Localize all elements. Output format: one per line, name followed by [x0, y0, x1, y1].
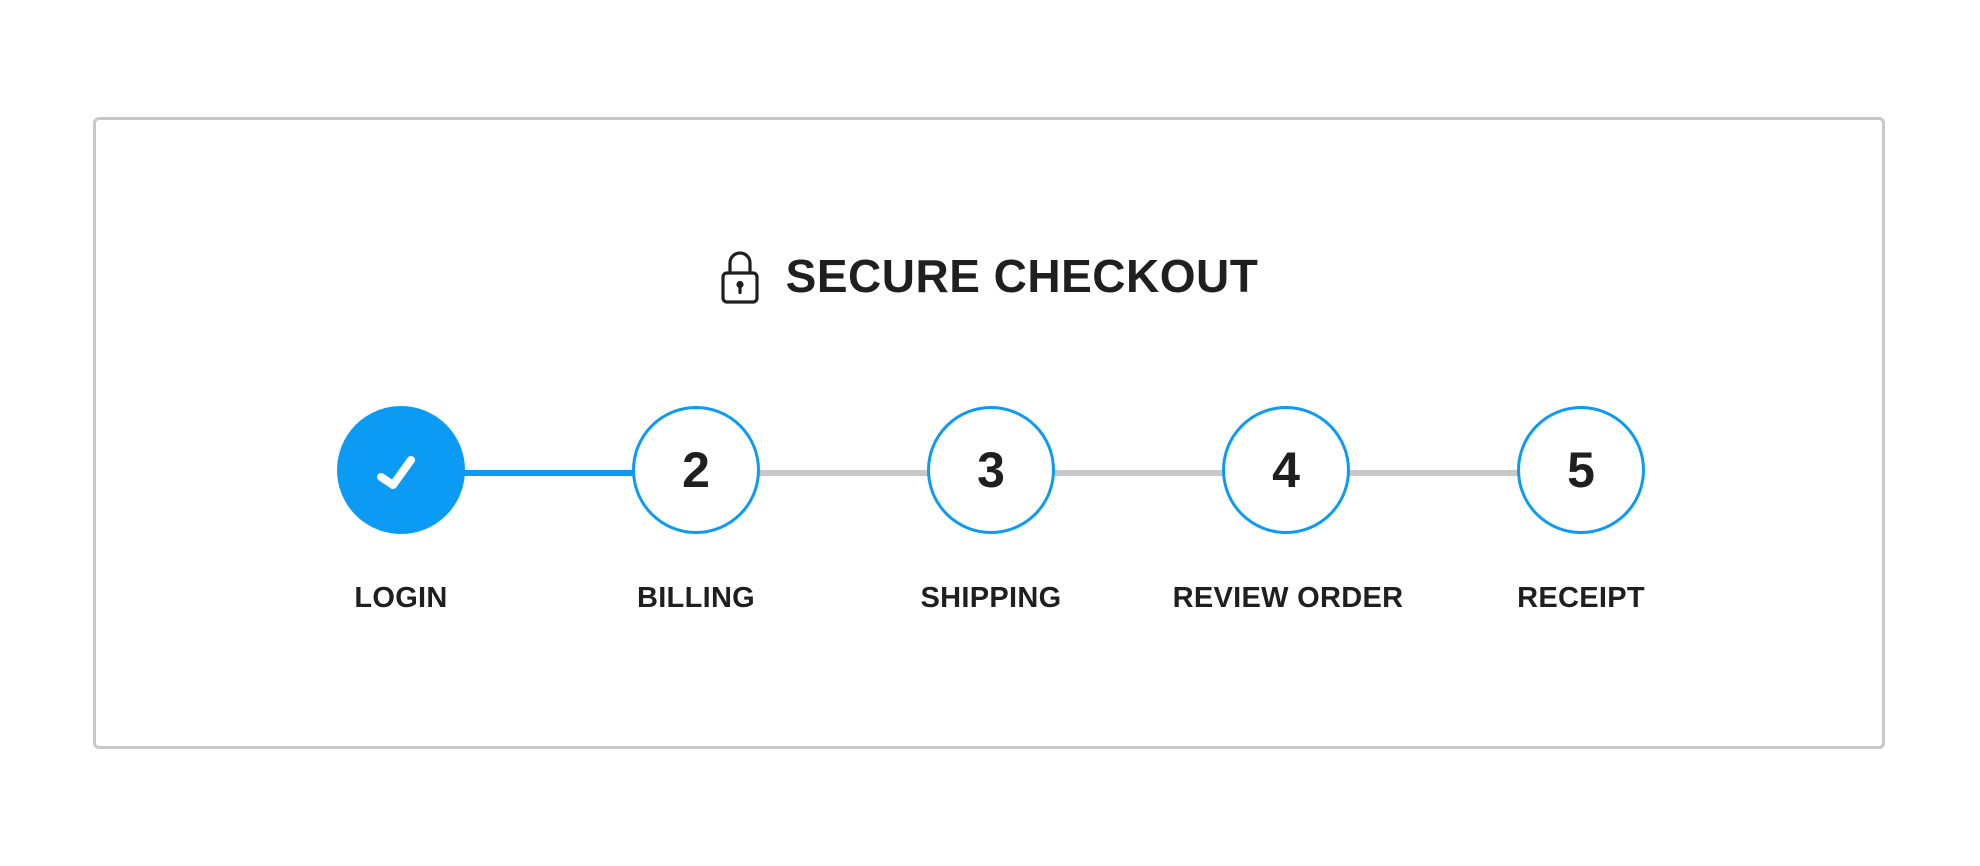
step-number: 3 — [977, 442, 1005, 498]
progress-track-segment-4 — [1276, 470, 1571, 476]
step-review-order[interactable]: 4 — [1222, 406, 1350, 534]
step-receipt[interactable]: 5 — [1517, 406, 1645, 534]
step-label-login: LOGIN — [354, 582, 448, 614]
step-label-billing: BILLING — [636, 582, 756, 614]
step-login[interactable] — [337, 406, 465, 534]
step-label-receipt: RECEIPT — [1517, 582, 1645, 614]
step-shipping[interactable]: 3 — [927, 406, 1055, 534]
step-billing[interactable]: 2 — [632, 406, 760, 534]
page-title: SECURE CHECKOUT — [785, 250, 1259, 302]
progress-track-segment-3 — [981, 470, 1276, 476]
step-number: 2 — [682, 442, 710, 498]
progress-track-segment-2 — [686, 470, 981, 476]
step-number: 4 — [1272, 442, 1300, 498]
lock-icon — [721, 251, 759, 304]
check-icon — [377, 456, 415, 489]
checkout-header: SECURE CHECKOUT — [96, 238, 1882, 314]
step-number: 5 — [1567, 442, 1595, 498]
step-label-review-order: REVIEW ORDER — [1172, 582, 1404, 614]
step-label-shipping: SHIPPING — [920, 582, 1062, 614]
checkout-card: SECURE CHECKOUT LOGIN 2 BILLING 3 SHIPPI… — [93, 117, 1885, 749]
progress-track-segment-1 — [401, 470, 686, 476]
